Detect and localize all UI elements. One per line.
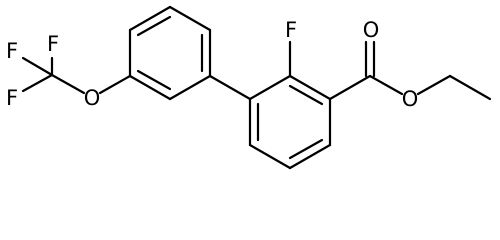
bond	[368, 74, 404, 96]
atom-f-top: F	[47, 32, 59, 56]
bond	[248, 143, 292, 170]
double-bond-inner	[136, 15, 172, 37]
bond	[416, 74, 452, 96]
bond	[128, 5, 172, 32]
bond	[128, 74, 172, 101]
right-ring	[248, 74, 332, 170]
bond	[21, 56, 54, 77]
atom-f-left-top: F	[6, 39, 18, 63]
double-bond-inner	[288, 84, 324, 106]
bond	[288, 143, 332, 170]
left-ring	[128, 5, 212, 101]
atom-f-left-bottom: F	[6, 86, 18, 110]
molecule-structure: O F F F F O O	[6, 5, 492, 170]
trifluoromethoxy-group: O F F F	[6, 32, 132, 110]
bond	[168, 74, 212, 101]
atom-o-carbonyl: O	[363, 18, 380, 42]
biaryl-bond	[208, 74, 252, 101]
atom-o-ester: O	[402, 87, 419, 111]
bond	[248, 74, 292, 101]
bond	[288, 74, 332, 101]
bond	[21, 73, 54, 93]
bond	[328, 74, 372, 101]
atom-o-ether: O	[84, 86, 101, 110]
bond	[98, 74, 132, 95]
bond	[448, 74, 492, 101]
bond	[50, 73, 86, 95]
ethyl-ester-group: O O	[328, 18, 492, 111]
double-bond-inner	[288, 138, 324, 160]
bond	[168, 5, 212, 32]
atom-f-ring: F	[285, 18, 297, 42]
double-bond-inner	[136, 69, 172, 91]
